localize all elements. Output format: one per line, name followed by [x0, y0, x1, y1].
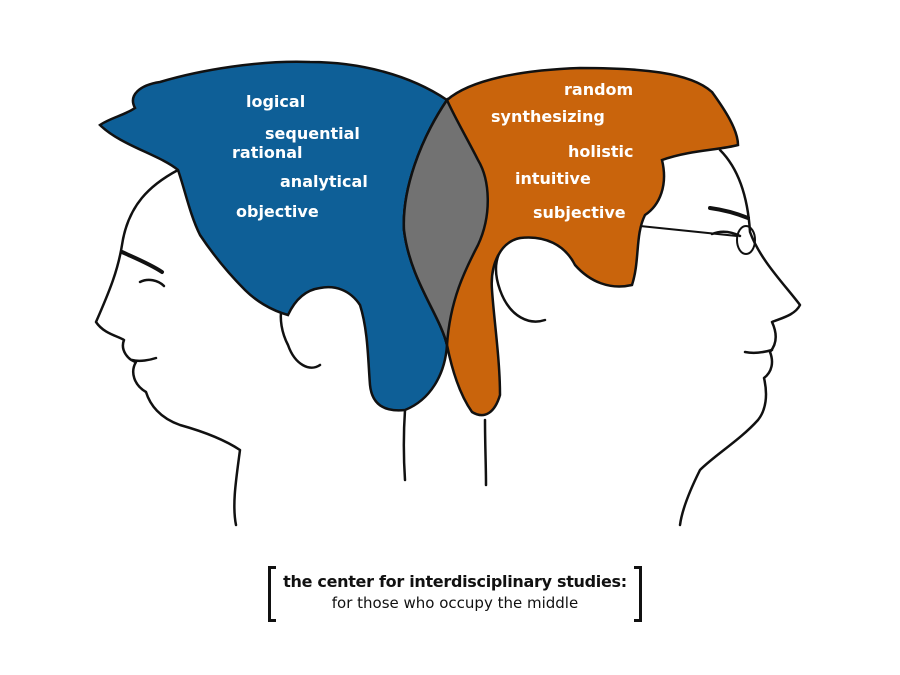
caption: the center for interdisciplinary studies…: [268, 566, 642, 624]
right-word-random: random: [564, 80, 634, 99]
right-bracket: [634, 566, 642, 622]
left-neck-back: [402, 408, 407, 482]
right-word-holistic: holistic: [568, 142, 634, 161]
caption-subtitle: for those who occupy the middle: [331, 594, 579, 612]
right-mouth: [743, 348, 774, 355]
overlap-region: [402, 97, 489, 346]
right-face-outline: [678, 148, 802, 527]
right-word-intuitive: intuitive: [515, 169, 591, 188]
left-mouth: [130, 356, 158, 363]
left-word-sequential: sequential: [265, 124, 360, 143]
left-eyebrow: [120, 250, 164, 274]
right-word-subjective: subjective: [533, 203, 626, 222]
caption-title: the center for interdisciplinary studies…: [283, 572, 627, 591]
left-word-objective: objective: [236, 202, 319, 221]
left-word-analytical: analytical: [280, 172, 368, 191]
left-word-logical: logical: [246, 92, 306, 111]
right-glasses-icon: [639, 225, 756, 255]
left-bracket: [268, 566, 276, 622]
left-word-rational: rational: [232, 143, 303, 162]
right-ear: [494, 236, 547, 323]
left-eye: [138, 278, 166, 288]
right-neck-back: [483, 418, 488, 487]
right-eyebrow: [708, 206, 750, 220]
right-word-synthesizing: synthesizing: [491, 107, 605, 126]
